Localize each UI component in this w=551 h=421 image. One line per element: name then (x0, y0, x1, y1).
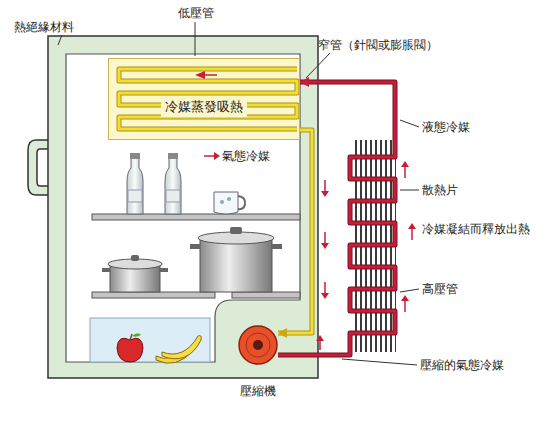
flow-arrow (408, 223, 416, 229)
flow-arrow (316, 335, 324, 341)
fridge-body (48, 36, 318, 378)
apple (132, 333, 141, 337)
fridge-handle (28, 140, 50, 195)
crisper-drawer (90, 318, 210, 362)
flow-arrow (319, 340, 321, 350)
callout-label: 液態冷媒 (422, 120, 470, 134)
flow-arrow (321, 191, 329, 197)
fridge-body (66, 54, 300, 362)
evaporator-box: 冷媒蒸發吸熱 (108, 58, 300, 140)
coil-pipe (119, 69, 297, 129)
cup (214, 192, 238, 214)
pipe-line (278, 130, 312, 333)
label-leader (400, 190, 419, 191)
bottle (166, 190, 180, 202)
shelf (92, 214, 300, 298)
callout-label: 熱絕緣材料 (14, 20, 74, 34)
compressor-symbol (238, 325, 278, 365)
flow-arrow (324, 232, 326, 244)
cup (214, 192, 245, 214)
shelf (92, 214, 300, 220)
small-pot (160, 268, 168, 272)
shelf (92, 292, 215, 298)
flow-arrow (401, 295, 409, 301)
flow-arrow (321, 293, 329, 299)
apple (130, 334, 132, 340)
arrow-head (300, 77, 309, 87)
banana (156, 336, 201, 364)
callout-label: 窄管（針閥或膨脹閥） (318, 38, 438, 52)
callout-label: 高壓管 (422, 282, 458, 296)
callout-label: 散熱片 (422, 183, 458, 197)
coil-pipe (119, 69, 297, 129)
cup (227, 197, 231, 201)
callout-label: 氣態冷媒 (222, 149, 270, 163)
insulation-leader (58, 35, 62, 45)
low-pressure-leader (195, 22, 196, 56)
banana (162, 336, 201, 359)
bottle (130, 153, 140, 159)
compressor-hub (253, 340, 263, 350)
flow-arrow (404, 166, 406, 178)
bottle (127, 158, 143, 214)
text-holder: 冷媒蒸發吸熱 (109, 97, 299, 117)
large-pot (190, 227, 282, 292)
valve-leader (306, 53, 330, 78)
pipe-line (278, 130, 312, 333)
label-leader (400, 289, 419, 292)
compressor-ring (246, 333, 270, 357)
label-leader (342, 359, 417, 365)
flow-arrow (401, 161, 409, 167)
small-pot (102, 268, 110, 272)
low-pressure-leader (195, 22, 196, 56)
shelf (232, 292, 300, 298)
large-pot (230, 227, 242, 234)
callout-label: 冷媒凝結而釋放出熱 (422, 222, 530, 236)
small-pot (102, 255, 168, 292)
flow-arrow (411, 228, 413, 240)
cup (238, 196, 245, 209)
apple (117, 338, 143, 362)
large-pot (200, 240, 272, 292)
fridge-handle (28, 140, 50, 195)
label-leader (400, 120, 419, 127)
flow-arrow (404, 300, 406, 312)
compressor-circle: 壓縮機 (238, 325, 278, 365)
bottle (165, 158, 181, 214)
cup (220, 200, 224, 204)
refrigerant-pipe (278, 130, 312, 338)
bottle (168, 153, 178, 159)
bottle (127, 153, 181, 214)
arrow-head (278, 328, 287, 338)
flow-arrow (324, 282, 326, 294)
flow-arrow (321, 243, 329, 249)
fridge-body (48, 36, 318, 378)
insulation-leader (58, 35, 62, 45)
compressor-body (239, 326, 277, 364)
node-text: 壓縮機 (240, 383, 276, 400)
bottle (128, 190, 142, 202)
callout-label: 壓縮的氣態冷媒 (420, 358, 504, 372)
large-pot (190, 244, 200, 249)
flow-arrow (195, 71, 205, 79)
valve-leader (306, 53, 330, 78)
flow-arrow (324, 180, 326, 192)
crisper-drawer (90, 318, 210, 362)
node-text: 冷媒蒸發吸熱 (161, 97, 247, 117)
flow-arrow (204, 74, 217, 76)
small-pot (131, 255, 139, 261)
flow-arrow (214, 152, 220, 160)
callout-label: 低壓管 (178, 6, 214, 20)
large-pot (272, 244, 282, 249)
apple (117, 333, 143, 362)
small-pot (110, 266, 160, 292)
